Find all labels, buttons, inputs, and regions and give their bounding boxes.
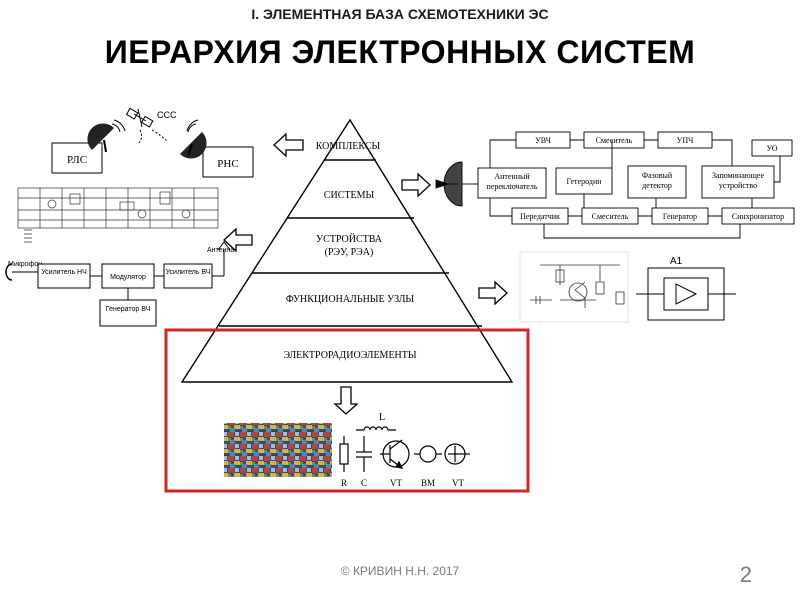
element-label-r: R: [341, 478, 347, 488]
element-label-bm: BM: [421, 478, 435, 488]
radar-dish-icon: [87, 119, 126, 153]
mixer-label-2: Смеситель: [592, 212, 629, 221]
pyramid-level-devices: УСТРОЙСТВА: [316, 233, 383, 245]
generator-hf-label: Генератор ВЧ: [105, 306, 151, 313]
complexes-illustration: РЛС РНС ССС: [51, 107, 254, 178]
antenna-dish-icon: [435, 161, 463, 207]
transistor-fet-symbol-icon: [444, 443, 470, 465]
amp-hf-label: Усилитель ВЧ: [165, 269, 211, 276]
amplifier-stage-schematic: [519, 251, 629, 323]
arrow-left-complexes: [273, 132, 304, 158]
uo-label: УО: [766, 144, 777, 153]
inductor-symbol-icon: [356, 426, 396, 431]
element-symbols: [339, 426, 470, 472]
element-label-c: C: [361, 478, 367, 488]
rls-label: РЛС: [67, 154, 87, 166]
amplifier-a1-symbol: A1: [636, 256, 736, 321]
arrow-right-functional: [478, 280, 508, 306]
pyramid-level-devices-sub: (РЭУ, РЭА): [325, 247, 374, 258]
slide-title: ИЕРАРХИЯ ЭЛЕКТРОННЫХ СИСТЕМ: [104, 34, 696, 70]
footer-copyright: © КРИВИН Н.Н. 2017: [340, 564, 460, 578]
pyramid-level-elements: ЭЛЕКТРОРАДИОЭЛЕМЕНТЫ: [283, 350, 417, 361]
pyramid: [180, 118, 514, 383]
element-labels: L R C VT BM VT: [341, 412, 465, 488]
microphone-icon: [5, 263, 13, 281]
antenna-switch-label: Антенный переключатель: [486, 172, 538, 191]
navigation-dish-icon: [180, 119, 207, 159]
sss-label: ССС: [157, 110, 177, 120]
uvch-label: УВЧ: [535, 136, 551, 145]
circuit-schematic: [17, 187, 219, 243]
element-label-vt-2: VT: [452, 478, 464, 488]
page-number: 2: [739, 562, 752, 587]
pyramid-labels: КОМПЛЕКСЫ СИСТЕМЫ УСТРОЙСТВА (РЭУ, РЭА) …: [283, 141, 417, 361]
rns-label: РНС: [217, 158, 238, 170]
arrow-down-elements: [333, 386, 359, 415]
upch-label: УПЧ: [677, 136, 694, 145]
radio-chain-diagram: Микрофон Усилитель НЧ Модулятор Усилител…: [5, 241, 234, 327]
antenna-label: Антенна: [207, 247, 234, 254]
capacitor-symbol-icon: [356, 436, 372, 472]
mixer-label-1: Смеситель: [596, 136, 633, 145]
transmitter-label: Передатчик: [520, 212, 560, 221]
modulator-label: Модулятор: [110, 274, 146, 281]
amp-lf-label: Усилитель НЧ: [41, 269, 87, 276]
memory-device-label: Запоминающее устройство: [712, 171, 764, 190]
heterodyne-label: Гетеродин: [566, 177, 602, 186]
bm-symbol-icon: [414, 445, 442, 463]
pyramid-level-complexes: КОМПЛЕКСЫ: [316, 141, 381, 152]
generator-label: Генератор: [663, 212, 697, 221]
synchronizer-label: Синхронизатор: [732, 212, 784, 221]
pyramid-level-functional-units: ФУНКЦИОНАЛЬНЫЕ УЗЛЫ: [286, 294, 415, 305]
section-heading: I. ЭЛЕМЕНТНАЯ БАЗА СХЕМОТЕХНИКИ ЭС: [251, 6, 549, 22]
resistor-symbol-icon: [339, 436, 349, 472]
a1-label: A1: [670, 256, 683, 267]
elements-highlight-frame: [164, 328, 530, 493]
antenna-icon: [217, 241, 231, 251]
transistor-symbol-icon: [380, 439, 410, 469]
satellite-icon: [125, 107, 154, 128]
pyramid-level-systems: СИСТЕМЫ: [324, 190, 375, 201]
phase-detector-label: Фазовый детектор: [641, 171, 673, 190]
arrow-right-systems: [401, 172, 431, 198]
radar-system-diagram: УВЧ Смеситель УПЧ УО Гетеродин Передатчи…: [435, 131, 795, 239]
arrow-left-devices: [223, 227, 253, 253]
element-label-vt: VT: [390, 478, 402, 488]
microphone-label: Микрофон: [8, 261, 42, 268]
inductor-label: L: [379, 412, 385, 423]
components-photo: [224, 423, 332, 477]
